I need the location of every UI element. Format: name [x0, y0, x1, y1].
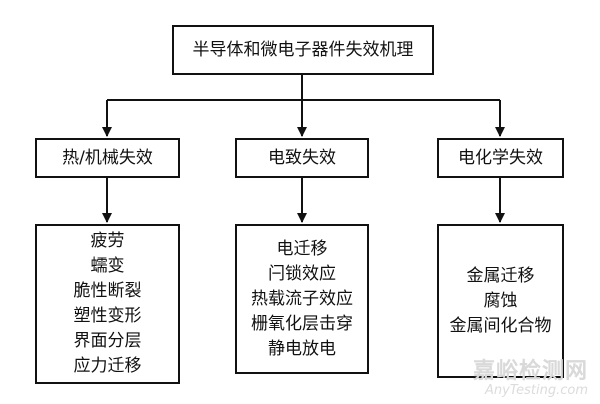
category-node-label: 热/机械失效 — [62, 148, 153, 168]
mechanism-list-electrochemical: 金属迁移 腐蚀 金属间化合物 — [437, 224, 564, 378]
mechanism-item: 蠕变 — [90, 256, 125, 276]
category-node-label: 电致失效 — [268, 148, 336, 168]
mechanism-list-electrical: 电迁移 闩锁效应 热载流子效应 栅氧化层击穿 静电放电 — [235, 224, 369, 374]
mechanism-item: 闩锁效应 — [268, 263, 336, 284]
mechanism-list-thermal-mechanical: 疲劳 蠕变 脆性断裂 塑性变形 界面分层 应力迁移 — [35, 224, 180, 384]
mechanism-item: 静电放电 — [268, 338, 336, 359]
category-node-electrochemical: 电化学失效 — [437, 138, 564, 178]
mechanism-item: 热载流子效应 — [251, 288, 353, 309]
mechanism-item: 塑性变形 — [73, 306, 142, 326]
mechanism-item: 栅氧化层击穿 — [251, 313, 353, 334]
mechanism-item: 疲劳 — [90, 231, 125, 251]
root-node: 半导体和微电子器件失效机理 — [172, 25, 434, 75]
mechanism-item: 电迁移 — [276, 238, 328, 259]
category-node-thermal-mechanical: 热/机械失效 — [35, 138, 180, 178]
category-node-label: 电化学失效 — [458, 148, 543, 168]
category-node-electrical: 电致失效 — [235, 138, 369, 178]
mechanism-item: 应力迁移 — [73, 356, 142, 376]
mechanism-item: 金属迁移 — [466, 265, 535, 286]
root-node-label: 半导体和微电子器件失效机理 — [192, 40, 414, 60]
mechanism-item: 脆性断裂 — [73, 281, 142, 301]
mechanism-item: 腐蚀 — [483, 290, 518, 311]
mechanism-item: 金属间化合物 — [449, 315, 552, 336]
mechanism-item: 界面分层 — [73, 331, 142, 351]
